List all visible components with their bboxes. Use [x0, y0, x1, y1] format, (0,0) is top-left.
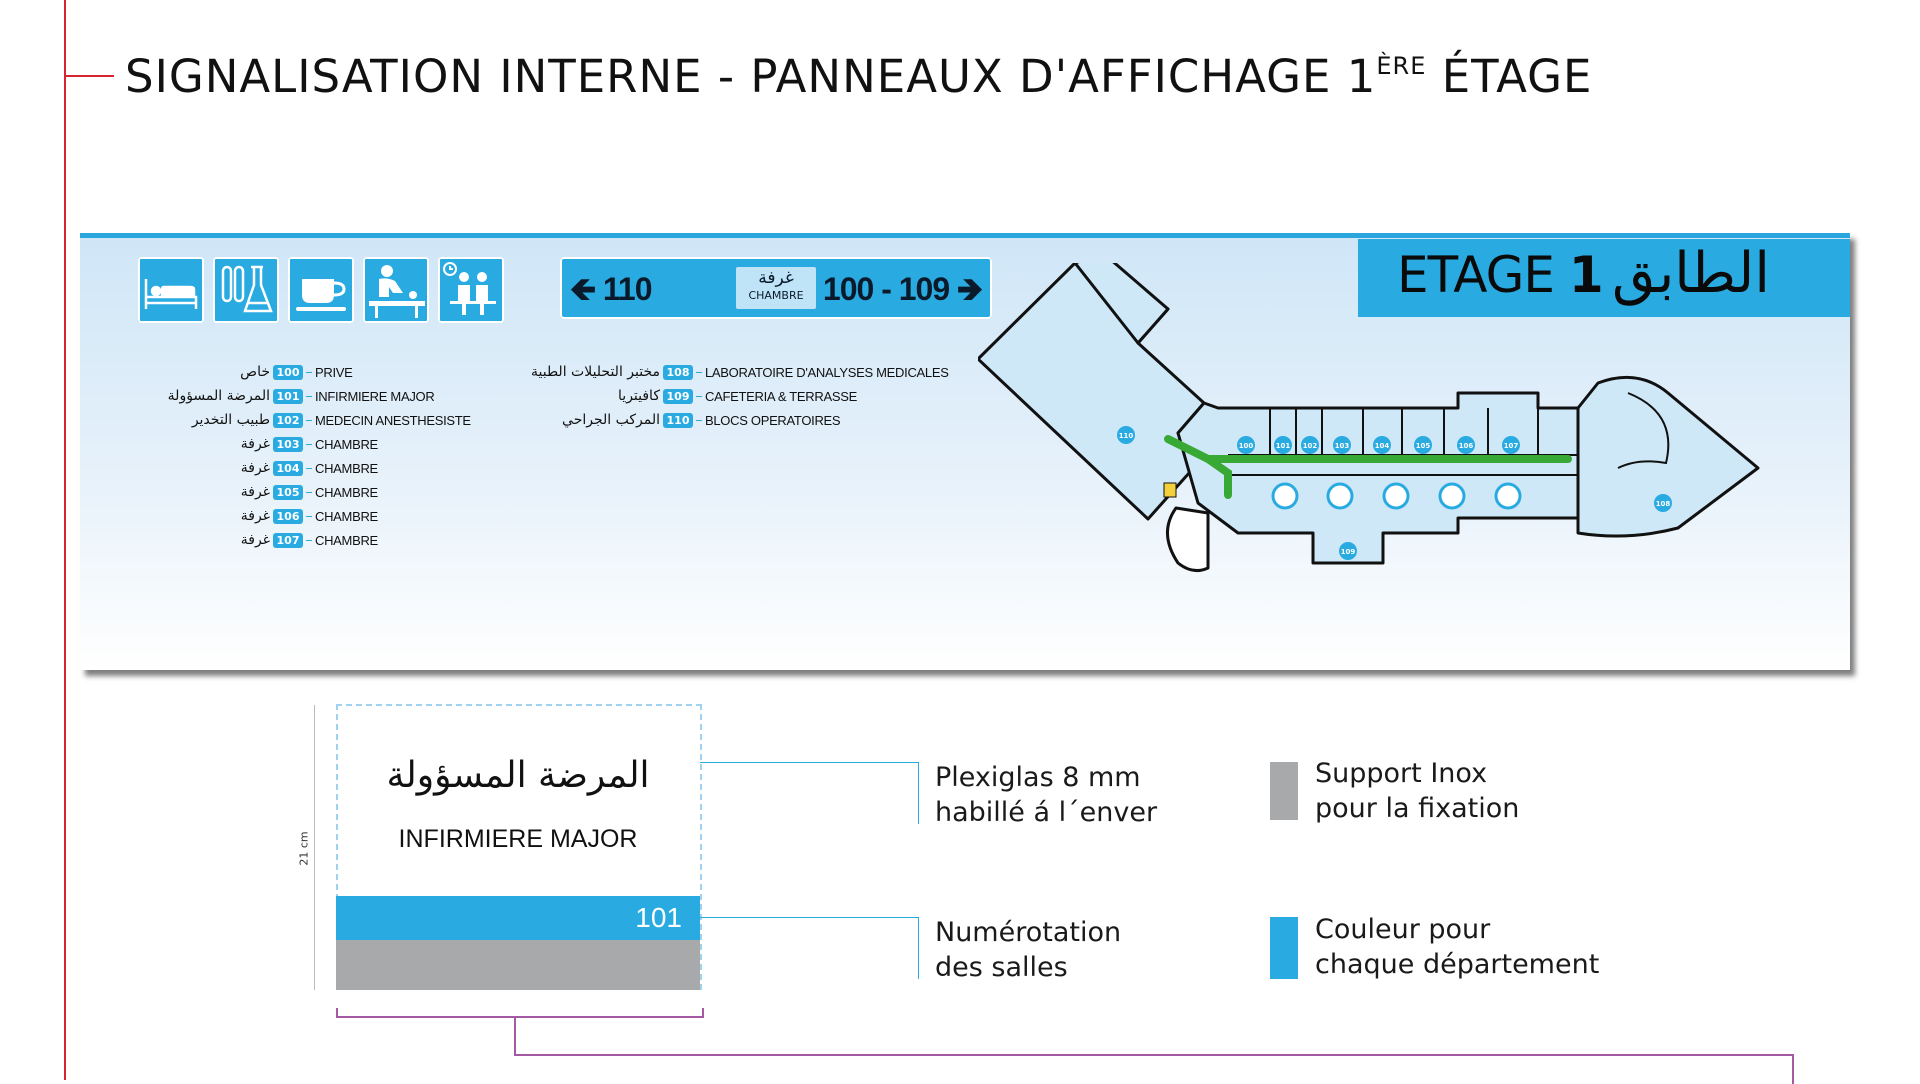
floor-label-arabic: الطابق: [1612, 241, 1770, 306]
floor-sign-board: ETAGE 1 الطابق 🡸 110 غرفة CHAMBRE 100 - …: [80, 233, 1850, 670]
board-top-band: [80, 233, 1850, 238]
waiting-room-icon: [438, 257, 504, 323]
plan-room-108: 108: [1656, 500, 1671, 508]
plan-room-101: 101: [1276, 442, 1291, 450]
bracket-stem: [514, 1016, 516, 1056]
plan-room-104: 104: [1375, 442, 1390, 450]
plan-room-109: 109: [1341, 548, 1356, 556]
plan-room-102: 102: [1303, 442, 1318, 450]
floor-label: ETAGE 1: [1397, 246, 1604, 304]
arrow-right-icon: 🡺: [957, 271, 983, 307]
bed-icon: [138, 257, 204, 323]
arrow-left-icon: 🡸: [570, 271, 596, 307]
plexi-callout-tick: [918, 762, 919, 824]
floor-header: [1358, 239, 1850, 317]
plan-room-100: 100: [1239, 442, 1254, 450]
direction-sign: 🡸 110 غرفة CHAMBRE 100 - 109 🡺: [560, 257, 992, 319]
plan-room-105: 105: [1416, 442, 1431, 450]
direction-center-label: غرفة CHAMBRE: [736, 267, 816, 309]
left-red-rule: [64, 0, 66, 1080]
plan-room-110: 110: [1119, 432, 1134, 440]
support-callout: Support Inox pour la fixation: [1315, 758, 1520, 824]
dimension-line: [314, 705, 315, 990]
sign-title-french: INFIRMIERE MAJOR: [398, 825, 638, 853]
direction-left: 🡸 110: [570, 271, 652, 307]
bottom-purple-end: [1792, 1054, 1794, 1084]
floor-plan: 110 100 101 102 103 104 105 106 107 108 …: [978, 263, 1760, 573]
department-color-swatch: [1270, 917, 1298, 979]
lab-flask-icon: [213, 257, 279, 323]
sign-room-number: 101: [635, 902, 682, 933]
dimension-label: 21 cm: [297, 831, 311, 866]
plan-room-107: 107: [1504, 442, 1519, 450]
bottom-purple-rule: [514, 1054, 1794, 1056]
numero-callout: Numérotation des salles: [935, 917, 1122, 983]
title-red-tick: [64, 75, 114, 77]
plexi-callout: Plexiglas 8 mm habillé á l´enver: [935, 762, 1158, 828]
direction-right: 100 - 109 🡺: [822, 271, 983, 307]
page-title: SIGNALISATION INTERNE - PANNEAUX D'AFFIC…: [125, 50, 1593, 103]
surgery-icon: [363, 257, 429, 323]
color-callout: Couleur pour chaque département: [1315, 914, 1600, 980]
numero-callout-line: [700, 917, 919, 918]
sign-title-arabic: المرضة المسؤولة: [386, 755, 650, 796]
sign-support-band: [336, 940, 700, 990]
sign-dashed-outline: [336, 704, 702, 990]
bracket-rule: [336, 1008, 704, 1018]
plan-room-103: 103: [1335, 442, 1350, 450]
coffee-cup-icon: [288, 257, 354, 323]
plexi-callout-line: [700, 762, 919, 763]
support-swatch: [1270, 762, 1298, 820]
numero-callout-tick: [918, 917, 919, 979]
plan-room-106: 106: [1459, 442, 1474, 450]
sign-number-band: 101: [336, 896, 700, 940]
